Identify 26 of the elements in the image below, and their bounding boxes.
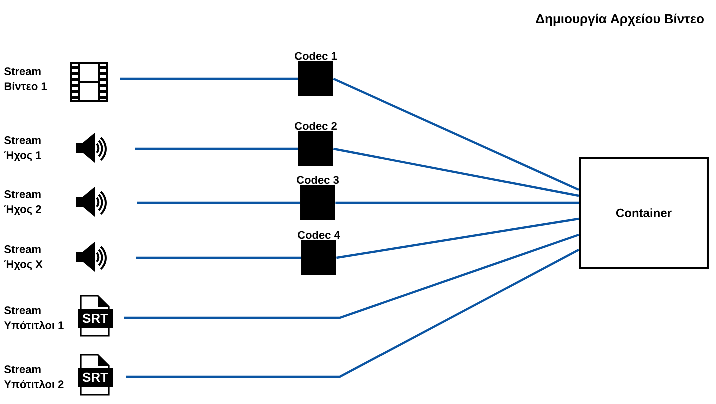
- connector-line: [336, 218, 580, 260]
- stream-label: Stream Ήχος X: [4, 246, 43, 270]
- connector-line: [137, 202, 300, 204]
- connector-line: [336, 202, 579, 204]
- codec-box: Codec 1: [295, 52, 338, 96]
- node-label: Codec 3: [297, 176, 339, 184]
- connector-line: [135, 148, 298, 150]
- connector-line: [333, 78, 580, 191]
- stream-label: Stream Υπότιτλοι 1: [4, 306, 64, 330]
- connector-line: [124, 234, 580, 320]
- container-box: Container: [579, 157, 709, 269]
- codec-box: Codec 2: [295, 122, 337, 166]
- connector-line: [136, 256, 302, 260]
- node-label: Codec 2: [295, 122, 337, 130]
- connector-line: [334, 148, 580, 198]
- codec-box: Codec 3: [297, 176, 339, 220]
- stream-label: Stream Ήχος 2: [4, 190, 42, 216]
- codec-box: Codec 4: [298, 231, 340, 276]
- stream-label: Stream Υπότιτλοι 2: [4, 366, 64, 388]
- stream-label: Stream Βίντεο 1: [4, 68, 48, 90]
- title: Δημιουργία Αρχείου Βίντεο: [536, 14, 704, 26]
- node-label: Codec 4: [298, 231, 340, 240]
- node-label: Codec 1: [295, 52, 338, 60]
- connector-line: [126, 249, 580, 378]
- connector-line: [120, 78, 298, 80]
- stream-label: Stream Ήχος 1: [4, 136, 42, 162]
